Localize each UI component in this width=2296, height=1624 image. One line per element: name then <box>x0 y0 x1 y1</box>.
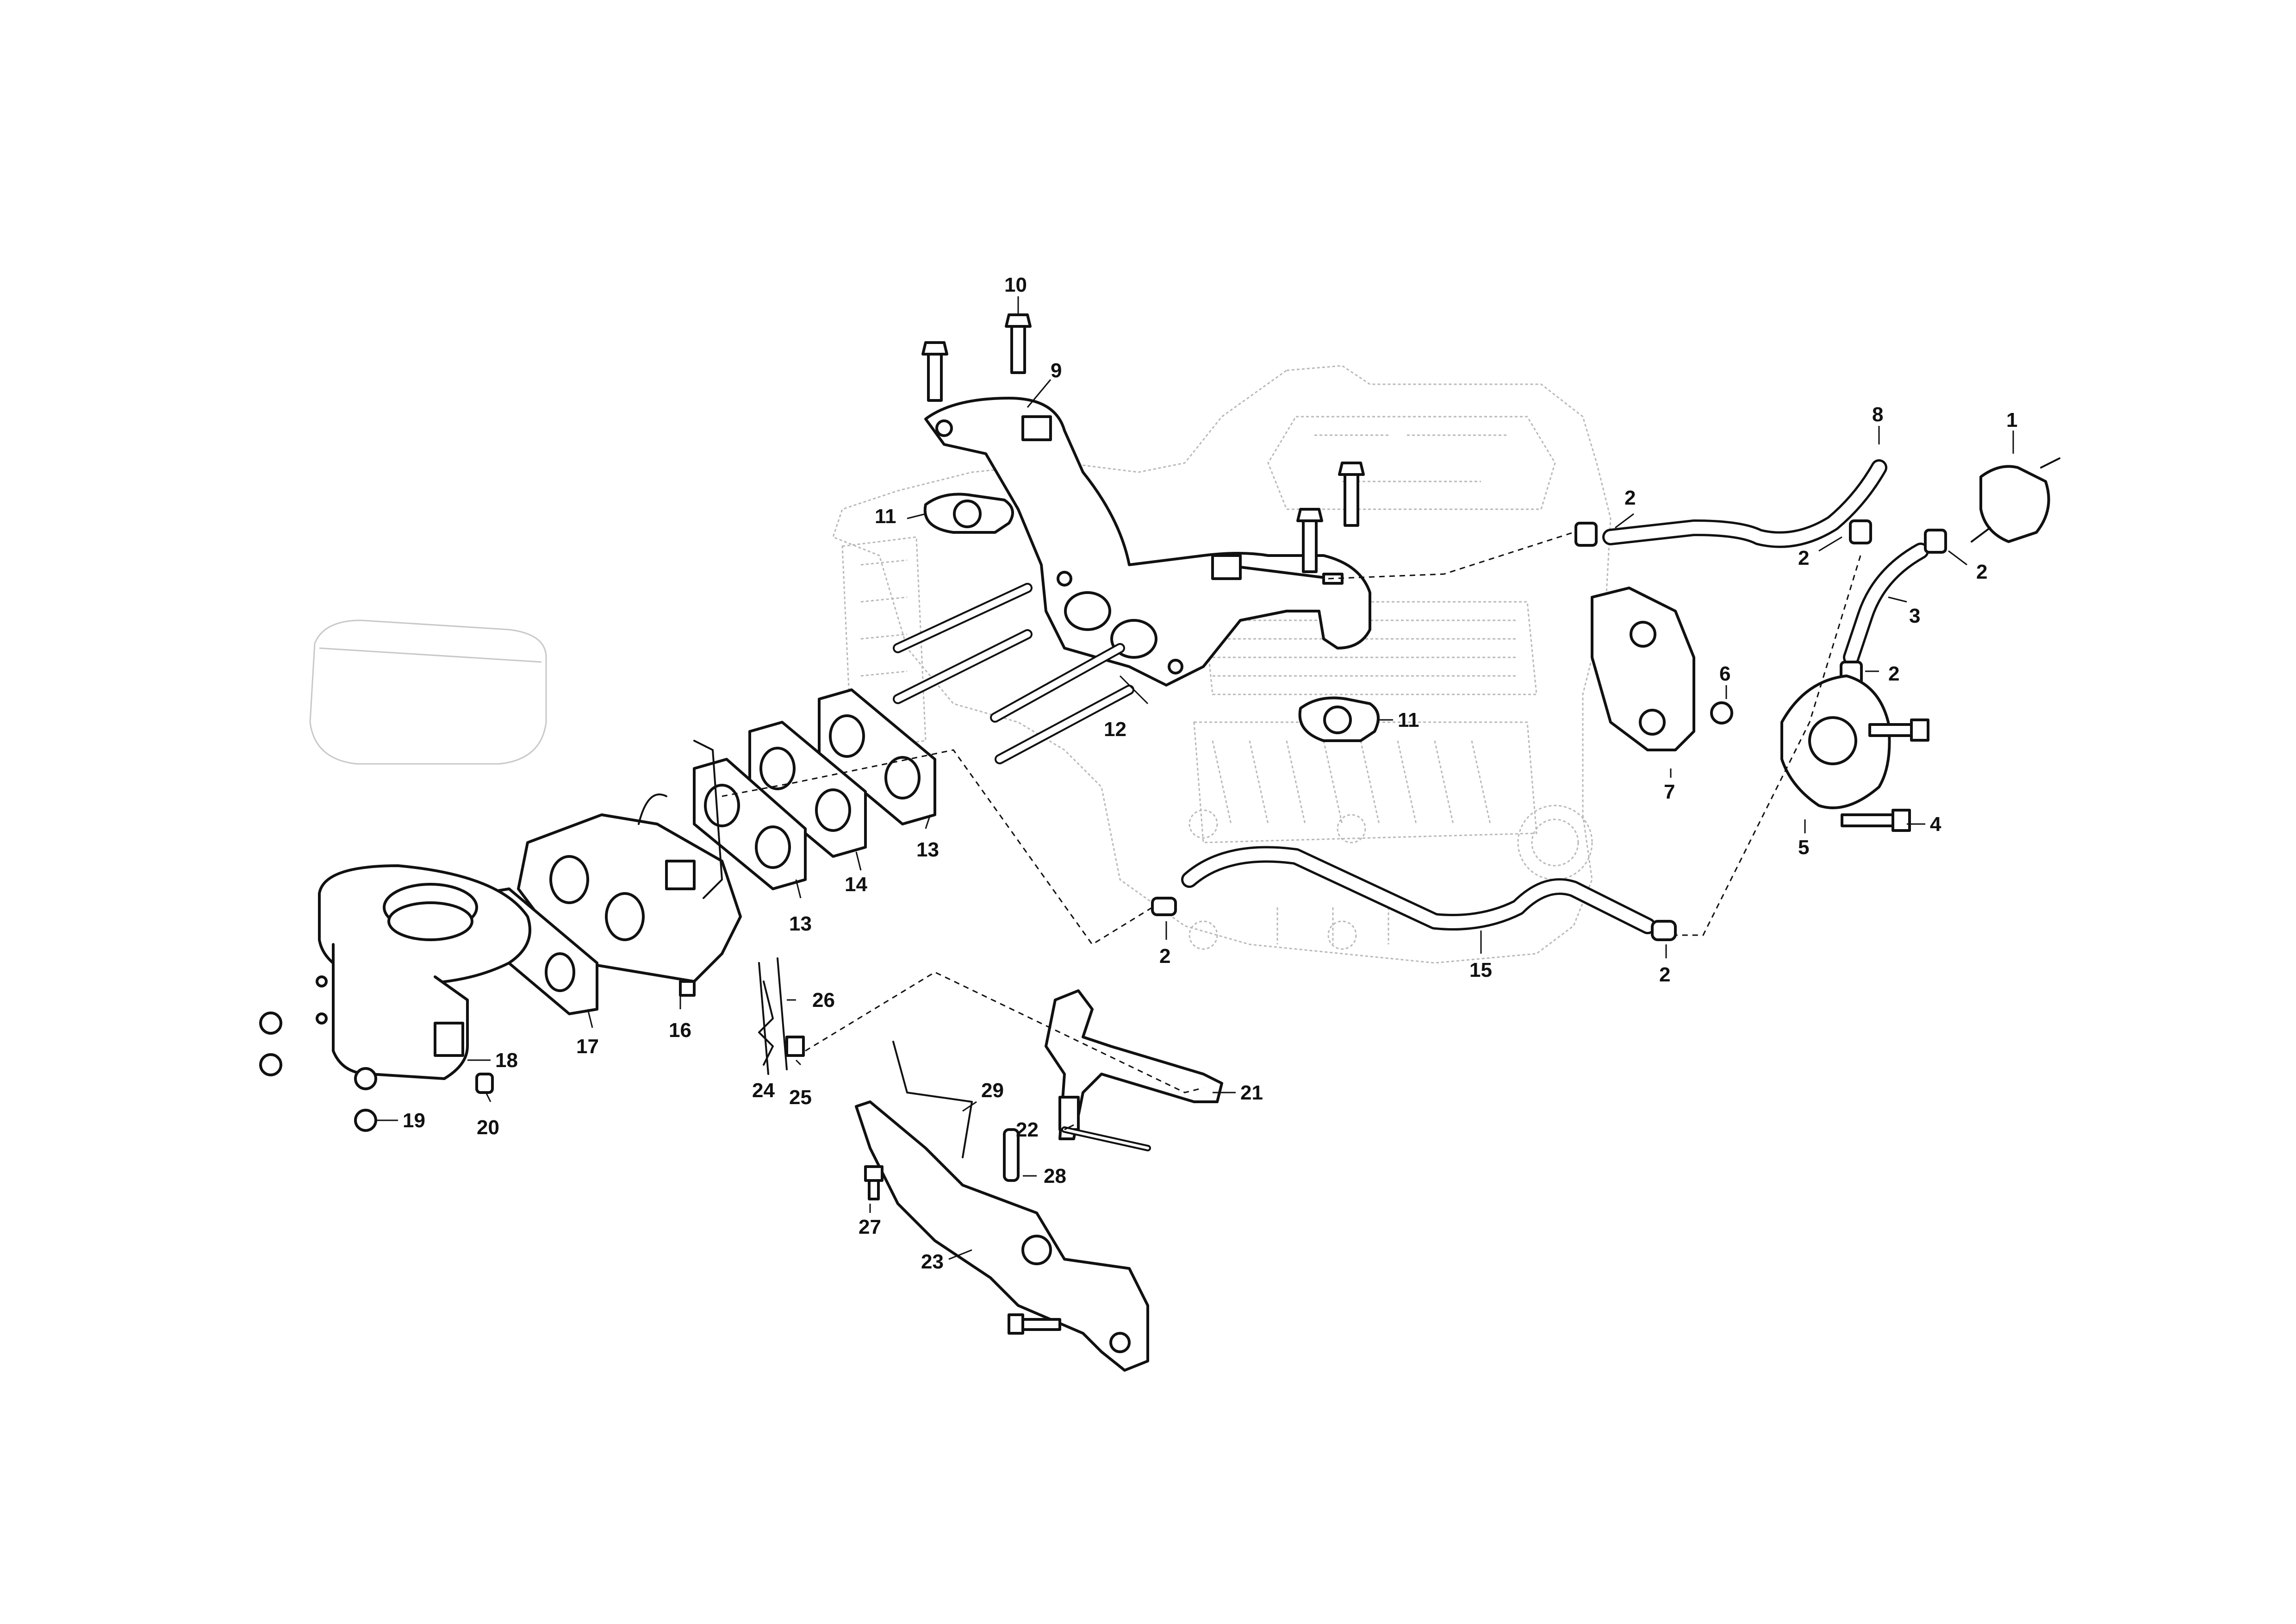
callout-16: 16 <box>669 1019 691 1042</box>
callout-24: 24 <box>752 1079 775 1102</box>
callout-7: 7 <box>1664 781 1675 803</box>
bolt-10 <box>1005 313 1032 374</box>
callout-17: 17 <box>576 1035 599 1058</box>
callout-11: 11 <box>1398 709 1419 731</box>
air-cleaner-base-18 <box>316 864 531 1080</box>
governor-bracket-23 <box>855 1100 1149 1372</box>
engine-block-outline <box>832 365 1612 964</box>
nut-19-c <box>354 1067 377 1090</box>
clip-25 <box>785 1036 805 1057</box>
bolt-manifold-right-b <box>1296 508 1323 573</box>
fuel-pump-5 <box>1780 675 1891 809</box>
callout-13: 13 <box>916 838 939 861</box>
bolt-9-upper <box>921 341 948 402</box>
hose-clamp-2-c <box>1574 522 1598 547</box>
callout-1: 1 <box>2006 409 2017 431</box>
callout-29: 29 <box>981 1079 1004 1102</box>
leader-lines <box>375 296 2014 1260</box>
link-rod-24 <box>758 962 769 1075</box>
rod-29 <box>892 1041 973 1158</box>
spring-22 <box>1061 1126 1151 1151</box>
callout-26: 26 <box>812 989 835 1012</box>
fuel-filter-1 <box>1971 457 2060 543</box>
nut-19-d <box>354 1109 377 1132</box>
fuel-hose-8 <box>1602 459 1887 548</box>
gasket-11-upper <box>923 493 1014 534</box>
gasket-13-left <box>693 758 807 890</box>
carburetor-16 <box>517 740 742 997</box>
bolt-4-a <box>1868 718 1929 742</box>
callout-8: 8 <box>1872 403 1883 426</box>
callout-23: 23 <box>921 1250 944 1273</box>
callout-15: 15 <box>1469 959 1492 981</box>
gasket-11-lower <box>1298 696 1380 742</box>
hose-clamp-2-a <box>1151 897 1177 916</box>
rod-26 <box>777 957 788 1070</box>
callout-20: 20 <box>477 1116 499 1139</box>
hose-clamp-2-e <box>1924 529 1947 554</box>
air-filter-housing-outline <box>309 619 547 765</box>
bushing-20 <box>475 1073 494 1094</box>
bolt-4-b <box>1841 809 1911 832</box>
hose-clamp-2-d <box>1849 519 1872 544</box>
throttle-lever-21 <box>1045 989 1223 1140</box>
fuel-hose-3 <box>1843 543 1929 666</box>
callout-19: 19 <box>403 1109 425 1132</box>
callout-2: 2 <box>1888 662 1899 685</box>
callout-2: 2 <box>1624 487 1636 509</box>
bolt-manifold-right-a <box>1338 462 1365 527</box>
callout-3: 3 <box>1909 605 1920 627</box>
callout-6: 6 <box>1719 662 1730 685</box>
callout-27: 27 <box>859 1216 881 1238</box>
callout-21: 21 <box>1240 1081 1263 1104</box>
callout-22: 22 <box>1016 1118 1039 1141</box>
fuel-hose-15 <box>1181 846 1656 934</box>
spacer-14 <box>748 721 867 858</box>
spring-24 <box>758 981 774 1066</box>
connection-lines <box>722 531 1861 1093</box>
callout-4: 4 <box>1930 813 1941 836</box>
callout-25: 25 <box>789 1086 812 1109</box>
hose-clamp-2-b <box>1651 920 1677 941</box>
screw-27 <box>864 1165 884 1200</box>
callout-2: 2 <box>1798 547 1809 569</box>
nut-19-b <box>259 1053 282 1076</box>
callout-12: 12 <box>1104 718 1126 741</box>
screw-bracket <box>1008 1313 1061 1335</box>
callout-28: 28 <box>1044 1165 1066 1187</box>
callout-2: 2 <box>1659 963 1670 986</box>
callout-2: 2 <box>1976 561 1987 583</box>
callout-13: 13 <box>789 912 812 935</box>
callout-2: 2 <box>1159 945 1170 968</box>
callout-10: 10 <box>1004 274 1027 296</box>
callout-14: 14 <box>845 873 867 896</box>
nut-6 <box>1710 701 1733 725</box>
nut-19-a <box>259 1012 282 1035</box>
callout-9: 9 <box>1051 359 1062 382</box>
fuel-pump-bracket-7 <box>1591 587 1695 751</box>
spring-28 <box>1003 1128 1020 1182</box>
callout-11: 11 <box>875 505 896 528</box>
callout-5: 5 <box>1798 836 1809 859</box>
callout-labels: 1 2 2 2 2 2 2 3 4 5 6 7 8 9 10 11 11 12 … <box>403 274 2017 1273</box>
callout-18: 18 <box>495 1049 518 1072</box>
studs-12 <box>893 583 1134 764</box>
